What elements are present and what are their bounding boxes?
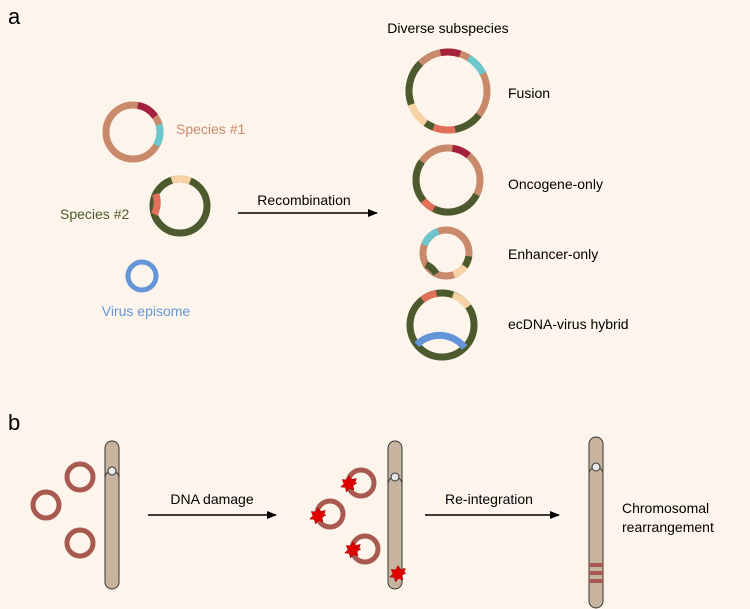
re-integration-label: Re-integration (445, 491, 533, 507)
dna-damage-label: DNA damage (170, 491, 253, 507)
break-point-star (309, 507, 327, 525)
chromosome-damaged (387, 440, 403, 590)
break-point-star (340, 475, 358, 493)
fusion-ring (405, 48, 491, 134)
outcome-fusion-label: Fusion (508, 85, 550, 101)
chromosome-intact (104, 440, 120, 590)
panel-b-letter: b (8, 410, 20, 435)
outcome-oncogene-only-label: Oncogene-only (508, 176, 603, 192)
species2-label: Species #2 (60, 206, 129, 222)
species2-ring (149, 175, 211, 237)
ecdna-ring (30, 489, 62, 521)
virus-episome-label: Virus episome (102, 303, 191, 319)
outcome-ecdna-virus-hybrid-label: ecDNA-virus hybrid (508, 316, 629, 332)
outcome-enhancer-only-label: Enhancer-only (508, 246, 598, 262)
chromosome-rearranged (588, 436, 604, 609)
ecdna-virus-hybrid-ring (406, 289, 478, 361)
species1-ring (102, 101, 164, 163)
break-point-star (344, 541, 362, 559)
virus-episome-ring (125, 259, 159, 293)
panel-a-letter: a (8, 4, 21, 29)
result-label-line2: rearrangement (622, 519, 714, 535)
break-point-star (389, 565, 407, 583)
enhancer-only-ring (419, 226, 473, 280)
oncogene-only-ring (412, 144, 484, 216)
subspecies-header: Diverse subspecies (387, 20, 508, 36)
result-label-line1: Chromosomal (622, 500, 709, 516)
ecdna-ring (64, 461, 96, 493)
ecdna-ring (64, 527, 96, 559)
species1-label: Species #1 (176, 121, 245, 137)
recombination-label: Recombination (257, 192, 350, 208)
